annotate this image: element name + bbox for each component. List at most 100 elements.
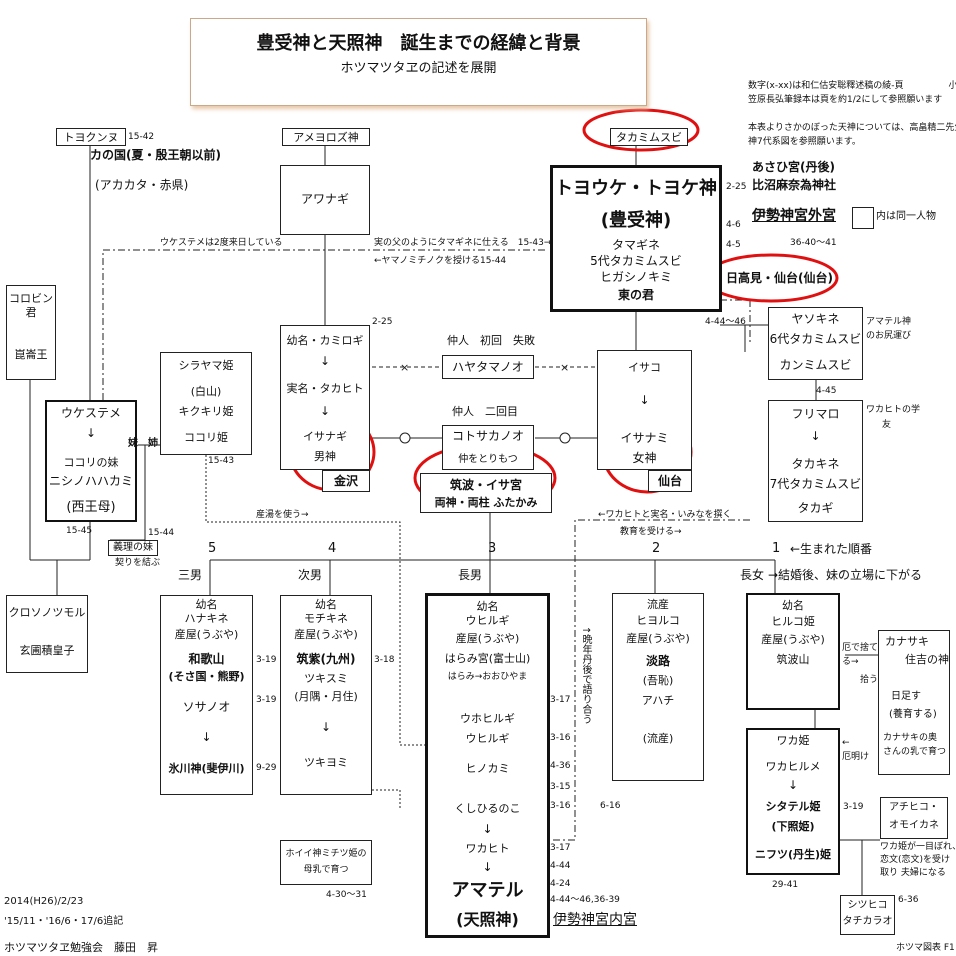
- ukesteme-ref: 15-45: [66, 526, 93, 536]
- amateru-ref-1: 3-16: [550, 733, 571, 743]
- ameyorozu-box: アメヨロズ神: [282, 128, 370, 146]
- giri-box: 義理の妹: [108, 540, 158, 556]
- toyouke-place1: あさひ宮(丹後): [752, 160, 835, 174]
- furimaro-note2: 友: [882, 420, 892, 430]
- footer-revisions: '15/11・'16/6・17/6追記: [4, 916, 124, 927]
- rank-4: 次男: [298, 568, 323, 582]
- sister-b: 姉: [148, 438, 158, 449]
- toyouke-ref36: 36-40～41: [790, 238, 837, 248]
- birth-2: 2: [652, 541, 661, 556]
- footer-author: ホツマツタヱ勉強会 藤田 昇: [4, 941, 158, 954]
- yasokine-note2: のお尻運び: [866, 331, 912, 341]
- hiyoruko-box: 流産 ヒヨルコ 産屋(うぶや) 淡路 (吾恥) アハチ (流産): [612, 593, 704, 781]
- amateru-ref-616: 6-16: [600, 801, 621, 811]
- note-line3: 本表よりさかのぼった天神については、高畠精二先生の天: [748, 123, 956, 133]
- birth-5: 5: [208, 541, 217, 556]
- korobin-box: コロビン 君 崑崙王: [6, 285, 56, 380]
- toyouke-shrine: 伊勢神宮外宮: [752, 208, 836, 224]
- izanagi-place-box: 金沢: [322, 470, 370, 492]
- shitsuhiko-box: シツヒコ タチカラオ: [840, 895, 895, 935]
- yasokine-ref: 4-44～46: [705, 317, 746, 327]
- fail-mark-right: ×: [560, 361, 569, 374]
- shitsuhiko-ref: 6-36: [898, 895, 919, 905]
- title-scroll: 豊受神と天照神 誕生までの経緯と背景 ホツマツタヱの記述を展開: [190, 18, 647, 106]
- yasokine-note1: アマテル神: [866, 317, 912, 327]
- izanagi-ref: 2-25: [372, 317, 393, 327]
- awanagi-box: アワナギ: [280, 165, 370, 235]
- izanami-box: イサコ ↓ イサナミ 女神: [597, 350, 692, 470]
- amateru-ref-8: 4-44～46,36-39: [550, 895, 620, 905]
- giri-note: 契りを結ぶ: [115, 558, 161, 568]
- achihiko-note3: 取り 夫婦になる: [880, 868, 946, 878]
- amateru-box: 幼名 ウヒルギ 産屋(うぶや) はらみ宮(富士山) はらみ→おおひやま ウホヒル…: [425, 593, 550, 938]
- note-line1: 数字(x‐xx)は和仁估安聡釋述稿の綾‐頁 小: [748, 81, 956, 91]
- tsukuba-box: 筑波・イサ宮 両神・両柱 ふたかみ: [420, 473, 552, 513]
- kanasaki-sute2: る→: [842, 657, 859, 667]
- amateru-ref-7: 4-24: [550, 879, 571, 889]
- ukesteme-box: ウケステメ ↓ ココリの妹 ニシノハハカミ (西王母): [45, 400, 137, 522]
- nakodo2-box: コトサカノオ 仲をとりもつ: [442, 425, 534, 470]
- shirayama-box: シラヤマ姫 (白山) キクキリ姫 ココリ姫: [160, 352, 252, 455]
- footer-corner: ホツマ図表 F1: [896, 943, 955, 953]
- rank-1: 長女: [740, 568, 765, 582]
- tokoguni-line2: (アカカタ・赤県): [95, 178, 189, 192]
- mochikine-ref1: 3-18: [374, 655, 395, 665]
- izanami-place-box: 仙台: [648, 470, 692, 492]
- toyouke-place2: 比沼麻奈為神社: [752, 178, 837, 192]
- hanakine-ref1: 3-19: [256, 655, 277, 665]
- takami-box: タカミムスビ: [610, 128, 688, 146]
- amateru-ref-5: 3-17: [550, 843, 571, 853]
- toyouke-ref: 2-25: [726, 182, 747, 192]
- tokoguni-box: トヨクンヌ: [56, 128, 126, 146]
- hidaka-label: 日高見・仙台(仙台): [726, 271, 833, 285]
- fail-mark-left: ×: [400, 361, 409, 374]
- kanasaki-hirou: 拾う: [860, 675, 879, 685]
- father-note1: 実の父のようにタマギネに仕える 15-43→: [374, 238, 552, 248]
- birth-order-label: ←生まれた順番: [790, 542, 873, 556]
- kyoiku-note: 教育を受ける→: [620, 527, 682, 537]
- hanakine-ref3: 9-29: [256, 763, 277, 773]
- hiruko-box: 幼名 ヒルコ姫 産屋(うぶや) 筑波山: [746, 593, 840, 710]
- highlight-takami: [582, 108, 700, 152]
- hoi-box: ホイイ神ミチツ姫の 母乳で育つ: [280, 840, 372, 885]
- page-subtitle: ホツマツタヱの記述を展開: [340, 61, 497, 76]
- waka-box: ワカ姫 ワカヒルメ ↓ シタテル姫 (下照姫) ニフツ(丹生)姫: [746, 728, 840, 875]
- yasokine-box: ヤソキネ 6代タカミムスビ カンミムスビ: [768, 307, 863, 380]
- kanasaki-yaku: ←: [842, 738, 850, 748]
- amateru-ref-3: 3-15: [550, 782, 571, 792]
- amateru-ref-4: 3-16: [550, 801, 571, 811]
- achihiko-box: アチヒコ・ オモイカネ: [880, 797, 948, 839]
- ubuyu-note: 産湯を使う→: [256, 510, 309, 520]
- note-line4: 神7代系図を参照願います。: [748, 137, 861, 147]
- amateru-ref-2: 4-36: [550, 761, 571, 771]
- furimaro-box: フリマロ ↓ タカキネ 7代タカミムスビ タカギ: [768, 400, 863, 522]
- legend-box: [852, 207, 874, 229]
- hanakine-box: 幼名 ハナキネ 産屋(うぶや) 和歌山 (そさ国・熊野) ソサノオ ↓ 氷川神(…: [160, 595, 253, 795]
- nakodo1-box: ハヤタマノオ: [442, 355, 534, 379]
- kanasaki-sute: 厄で捨て: [842, 643, 879, 653]
- amateru-vertical-note: ↑晩年丹後で語り合う: [580, 626, 591, 725]
- furimaro-note1: ワカヒトの学: [866, 405, 921, 415]
- hanakine-ref2: 3-19: [256, 695, 277, 705]
- shirayama-ref: 15-43: [208, 456, 235, 466]
- legend-label: 内は同一人物: [876, 211, 936, 222]
- toyouke-ref45: 4-5: [726, 240, 741, 250]
- page-title: 豊受神と天照神 誕生までの経緯と背景: [256, 33, 581, 54]
- ukesu-note: ウケステメは2度来日している: [160, 238, 283, 248]
- izanagi-box: 幼名・カミロギ ↓ 実名・タカヒト ↓ イサナギ 男神: [280, 325, 370, 470]
- tokoguni-line1: カの国(夏・殷王朝以前): [90, 148, 221, 162]
- achihiko-note1: ワカ姫が一目ぼれ、: [880, 842, 956, 852]
- father-note2: ←ヤマノミチノクを授ける15‐44: [374, 256, 507, 266]
- kanasaki-yaku2: 厄明け: [842, 752, 870, 762]
- rank-5: 三男: [178, 568, 203, 582]
- yasokine-ref2: 4-45: [816, 386, 837, 396]
- nakodo2-label: 仲人 二回目: [452, 405, 518, 418]
- toyouke-box: トヨウケ・トヨケ神 (豊受神) タマギネ 5代タカミムスビ ヒガシノキミ 東の君: [550, 165, 722, 312]
- footer-date: 2014(H26)/2/23: [4, 896, 84, 907]
- amateru-ref-0: 3-17: [550, 695, 571, 705]
- kuronoko-box: クロソノツモル 玄圃積皇子: [6, 595, 88, 673]
- waka-ref2: 29-41: [772, 880, 799, 890]
- birth-1: 1: [772, 541, 781, 556]
- tokoguni-ref: 15-42: [128, 132, 155, 142]
- note-line2: 笠原長弘筆録本は頁を約1/2にして参照願います: [748, 95, 943, 105]
